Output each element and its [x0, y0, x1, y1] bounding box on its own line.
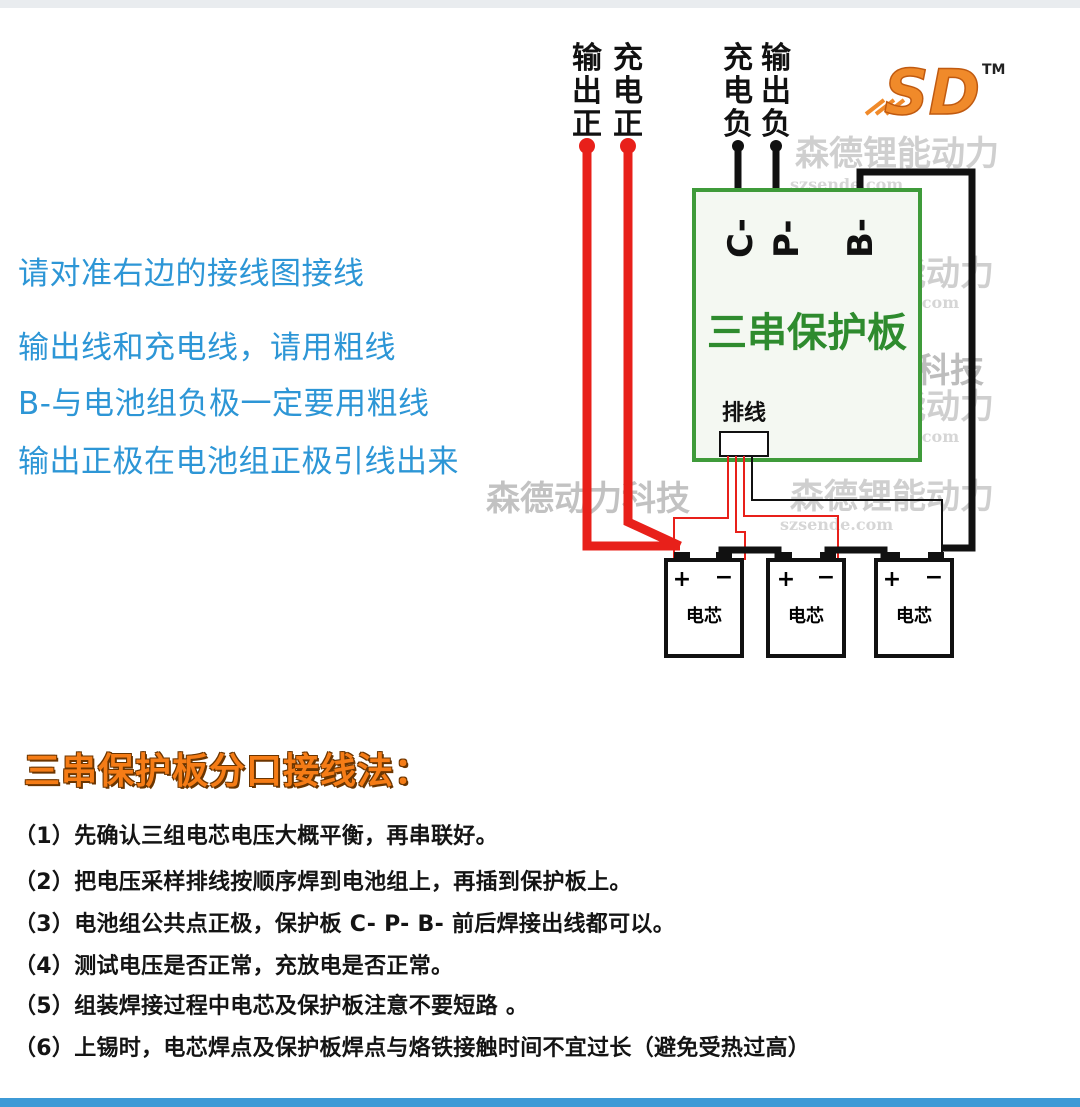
label-chg-neg-3: 负: [723, 107, 753, 142]
cell-3-label: 电芯: [896, 605, 932, 627]
cell-1-plus: +: [673, 567, 691, 592]
watermark-brand-1: 森德锂能动力: [795, 134, 999, 174]
cell-2-minus: −: [817, 565, 835, 590]
bottom-bar: [0, 1098, 1080, 1107]
label-chg-pos-1: 充: [613, 41, 643, 76]
logo-trademark: TM: [982, 62, 1005, 78]
label-out-pos-1: 输: [572, 41, 603, 76]
sd-logo: SD TM: [864, 55, 1005, 130]
label-chg-pos-3: 正: [613, 107, 643, 142]
chg-pos-wire: [623, 146, 682, 551]
out-pos-wire: [582, 146, 680, 551]
cell-3-minus: −: [925, 565, 943, 590]
label-out-neg-1: 输: [761, 41, 792, 76]
label-out-neg-2: 出: [761, 74, 791, 109]
board-outline: [692, 188, 922, 462]
terminal-b-neg: B-: [841, 218, 881, 258]
method-step-1: （1）先确认三组电芯电压大概平衡，再串联好。: [14, 824, 498, 849]
terminal-c-neg: C-: [721, 218, 761, 258]
watermark-url-4: szsende.com: [780, 515, 893, 534]
method-step-5: （5）组装焊接过程中电芯及保护板注意不要短路 。: [14, 994, 529, 1019]
label-out-pos-3: 正: [572, 107, 602, 142]
cell-1: + − 电芯: [664, 552, 744, 658]
wiring-diagram: 森德锂能动力 szsende.com 森德锂能动力 szsende.taobao…: [486, 41, 1005, 658]
instruction-line-4: 输出正极在电池组正极引线出来: [18, 444, 459, 480]
positive-wires: [579, 138, 682, 551]
method-step-3: （3）电池组公共点正极，保护板 C- P- B- 前后焊接出线都可以。: [14, 912, 675, 937]
balance-connector: [719, 431, 769, 457]
label-out-neg-3: 负: [761, 107, 791, 142]
cell-3: + − 电芯: [874, 552, 954, 658]
cell-3-plus: +: [883, 567, 901, 592]
balance-wires: [673, 456, 943, 560]
terminal-p-neg: P-: [767, 220, 807, 258]
negative-wires: [732, 140, 976, 552]
cell-2-label: 电芯: [788, 605, 824, 627]
label-out-pos-2: 出: [572, 74, 602, 109]
top-bar: [0, 0, 1080, 8]
method-title: 三串保护板分口接线法：: [24, 751, 432, 792]
instruction-line-3: B-与电池组负极一定要用粗线: [18, 386, 430, 422]
method-step-2: （2）把电压采样排线按顺序焊到电池组上，再插到保护板上。: [14, 870, 632, 895]
label-chg-neg-2: 电: [723, 74, 753, 109]
connector-label: 排线: [722, 400, 766, 426]
watermark-brand-4: 森德锂能动力: [790, 477, 994, 517]
board-title: 三串保护板: [707, 310, 907, 356]
cell-2-plus: +: [777, 567, 795, 592]
instruction-line-2: 输出线和充电线，请用粗线: [18, 330, 396, 366]
label-chg-neg-1: 充: [723, 41, 753, 76]
logo-text: SD: [884, 56, 980, 129]
cell-2: + − 电芯: [766, 552, 846, 658]
method-step-4: （4）测试电压是否正常，充放电是否正常。: [14, 954, 454, 979]
protection-board: C- P- B- 三串保护板 排线: [692, 188, 922, 462]
cell-1-minus: −: [715, 565, 733, 590]
battery-cells: + − 电芯 + − 电芯 + − 电芯: [664, 552, 954, 658]
cell-1-label: 电芯: [686, 605, 722, 627]
wire-labels: 输 出 正 充 电 正 充 电 负 输 出 负: [572, 41, 792, 142]
method-step-6: （6）上锡时，电芯焊点及保护板焊点与烙铁接触时间不宜过长（避免受热过高）: [14, 1036, 811, 1061]
label-chg-pos-2: 电: [613, 74, 643, 109]
instruction-line-1: 请对准右边的接线图接线: [18, 256, 365, 292]
b-neg-wire: [856, 168, 976, 552]
